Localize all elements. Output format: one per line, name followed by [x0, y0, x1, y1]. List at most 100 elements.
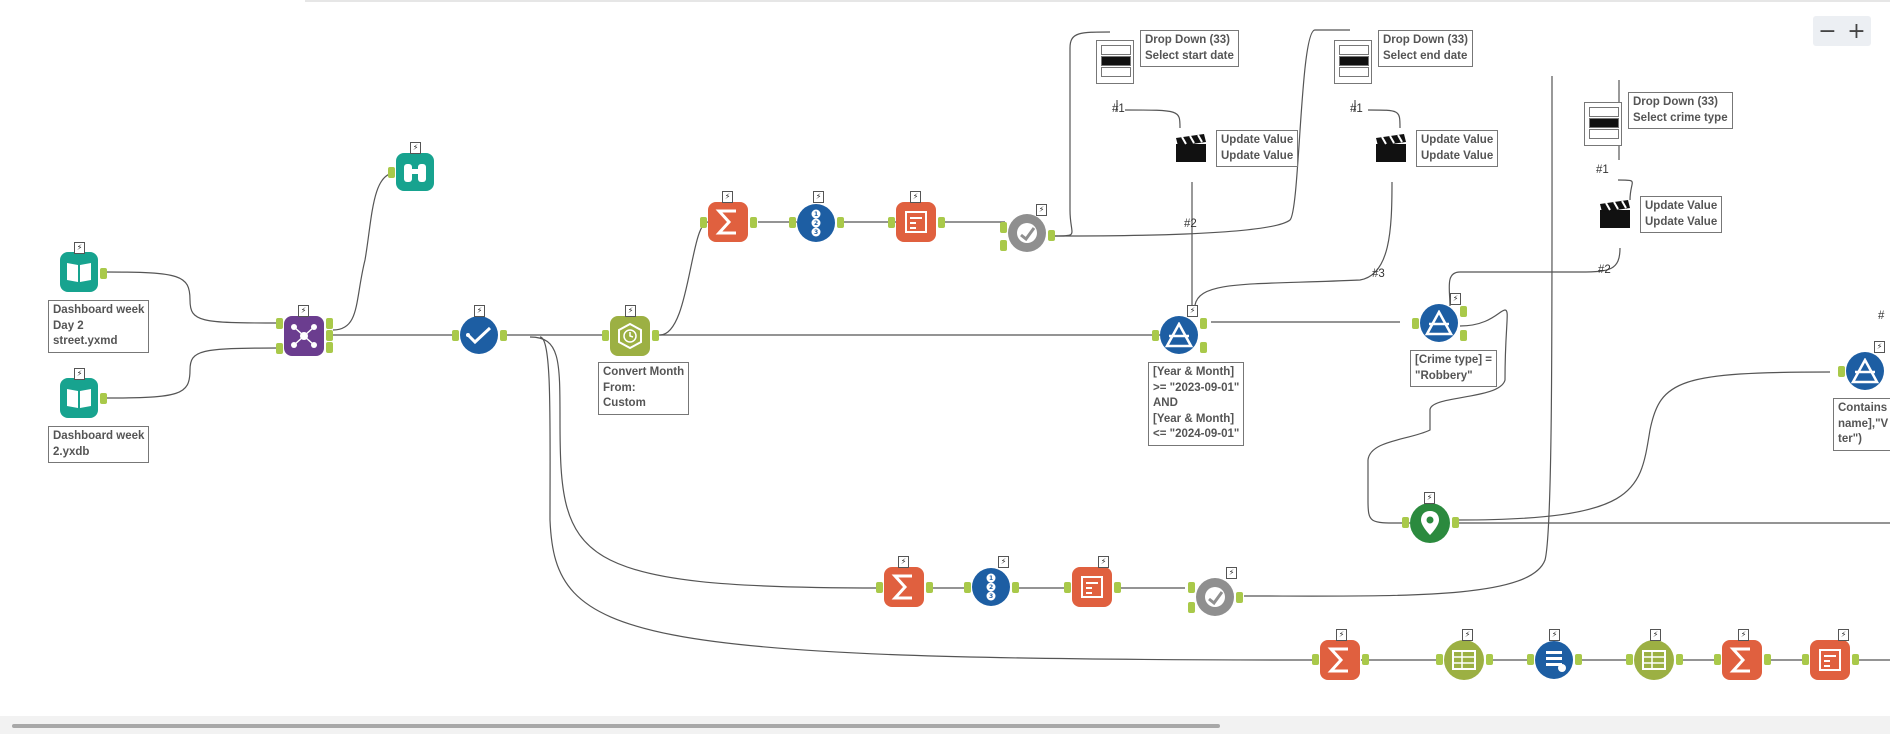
macro-output-1-input-r[interactable]	[1000, 240, 1007, 251]
tool-bolt-icon: ⚡	[722, 191, 733, 203]
summarize-3-input[interactable]	[1312, 654, 1319, 665]
summarize-4-input[interactable]	[1714, 654, 1721, 665]
tool-bolt-icon: ⚡	[1098, 556, 1109, 568]
record-id-1-output[interactable]	[837, 217, 844, 228]
filter-date-true-output[interactable]	[1200, 318, 1207, 329]
transpose-3-input[interactable]	[1802, 654, 1809, 665]
browse-tool[interactable]	[396, 153, 434, 191]
input-data-tool-1-output-port[interactable]	[100, 268, 107, 279]
filter-date-input[interactable]	[1152, 330, 1159, 341]
join-j-output[interactable]	[326, 330, 333, 341]
join-r-output[interactable]	[326, 342, 333, 353]
action-tool-1[interactable]	[1174, 134, 1208, 164]
table-2-input[interactable]	[1626, 654, 1633, 665]
summarize-4-output[interactable]	[1764, 654, 1771, 665]
filter-crime-input[interactable]	[1412, 318, 1419, 329]
filter-crime-true-output[interactable]	[1460, 306, 1467, 317]
summarize-1-input[interactable]	[700, 217, 707, 228]
select-input-port[interactable]	[452, 330, 459, 341]
join-left-input[interactable]	[276, 318, 283, 329]
horizontal-scrollbar[interactable]	[0, 716, 1890, 734]
transpose-tool-1[interactable]	[896, 202, 936, 242]
datetime-output-port[interactable]	[652, 330, 659, 341]
macro-output-2-input-l[interactable]	[1188, 582, 1195, 593]
filter-crime-false-output[interactable]	[1460, 330, 1467, 341]
layout-input[interactable]	[1527, 654, 1534, 665]
transpose-1-input[interactable]	[888, 217, 895, 228]
spatial-tool[interactable]	[1410, 503, 1450, 543]
zoom-in-button[interactable]: +	[1847, 18, 1866, 44]
join-icon	[291, 324, 317, 348]
browse-input-port[interactable]	[388, 167, 395, 178]
layout-output[interactable]	[1575, 654, 1582, 665]
summarize-1-output[interactable]	[750, 217, 757, 228]
dropdown-row	[1339, 67, 1369, 77]
layout-tool[interactable]	[1535, 641, 1573, 679]
filter-tool-date[interactable]	[1160, 316, 1198, 354]
tool-bolt-icon: ⚡	[813, 191, 824, 203]
connection-label: #1	[1596, 164, 1609, 176]
dropdown-end-date[interactable]	[1334, 40, 1372, 84]
action-tool-2[interactable]	[1374, 134, 1408, 164]
transpose-3-output[interactable]	[1852, 654, 1859, 665]
input-data-tool-2[interactable]	[60, 378, 98, 418]
table-1-input[interactable]	[1436, 654, 1443, 665]
summarize-2-output[interactable]	[926, 582, 933, 593]
horizontal-scrollbar-thumb[interactable]	[12, 724, 1220, 728]
transpose-1-output[interactable]	[938, 217, 945, 228]
macro-output-tool-2[interactable]	[1196, 578, 1234, 616]
macro-output-2-output[interactable]	[1236, 592, 1243, 603]
macro-output-1-input-l[interactable]	[1000, 222, 1007, 233]
record-id-2-output[interactable]	[1012, 582, 1019, 593]
transpose-tool-2[interactable]	[1072, 567, 1112, 607]
dropdown-start-date[interactable]	[1096, 40, 1134, 84]
clock-icon	[618, 322, 642, 350]
filter-tool-crime[interactable]	[1420, 304, 1458, 342]
spatial-output[interactable]	[1452, 517, 1459, 528]
tool-bolt-icon: ⚡	[1838, 629, 1849, 641]
transpose-2-input[interactable]	[1064, 582, 1071, 593]
input-data-tool-2-output-port[interactable]	[100, 393, 107, 404]
transpose-2-output[interactable]	[1114, 582, 1121, 593]
record-id-1-input[interactable]	[789, 217, 796, 228]
summarize-tool-4[interactable]	[1722, 640, 1762, 680]
select-output-port[interactable]	[500, 330, 507, 341]
transpose-tool-3[interactable]	[1810, 640, 1850, 680]
filter-date-false-output[interactable]	[1200, 342, 1207, 353]
transpose-icon	[1081, 576, 1103, 598]
summarize-tool-1[interactable]	[708, 202, 748, 242]
datetime-input-port[interactable]	[602, 330, 609, 341]
sigma-icon	[1729, 647, 1750, 673]
table-2-output[interactable]	[1676, 654, 1683, 665]
summarize-tool-3[interactable]	[1320, 640, 1360, 680]
connection-label: #2	[1184, 218, 1197, 230]
action-tool-3[interactable]	[1598, 200, 1632, 230]
summarize-2-input[interactable]	[876, 582, 883, 593]
macro-output-2-input-r[interactable]	[1188, 602, 1195, 613]
datetime-tool[interactable]	[610, 316, 650, 356]
record-id-2-input[interactable]	[964, 582, 971, 593]
summarize-tool-2[interactable]	[884, 567, 924, 607]
join-tool[interactable]	[284, 316, 324, 356]
table-tool-1[interactable]	[1444, 640, 1484, 680]
spatial-input[interactable]	[1402, 517, 1409, 528]
macro-output-tool-1[interactable]	[1008, 214, 1046, 252]
macro-output-1-output[interactable]	[1048, 230, 1055, 241]
filter-contains-input[interactable]	[1838, 366, 1845, 377]
filter-tool-contains[interactable]	[1846, 352, 1884, 390]
join-right-input[interactable]	[276, 343, 283, 354]
zoom-out-button[interactable]: −	[1818, 18, 1837, 44]
dropdown-crime-type[interactable]	[1584, 102, 1622, 146]
table-1-output[interactable]	[1486, 654, 1493, 665]
join-l-output[interactable]	[326, 318, 333, 329]
table-tool-2[interactable]	[1634, 640, 1674, 680]
input-data-tool-1[interactable]	[60, 252, 98, 292]
select-tool[interactable]	[460, 316, 498, 354]
binoculars-icon	[404, 164, 426, 182]
connection-label: #2	[1598, 264, 1611, 276]
summarize-3-output[interactable]	[1362, 654, 1369, 665]
